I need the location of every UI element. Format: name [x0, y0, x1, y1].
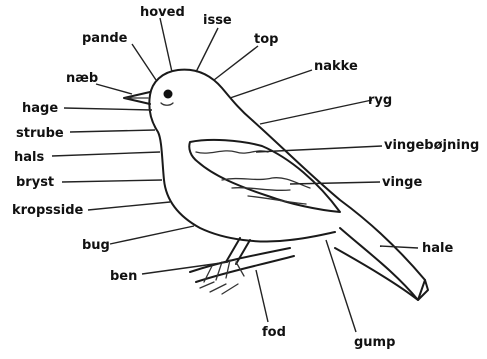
label-nakke: nakke [314, 59, 358, 74]
label-hale: hale [422, 241, 453, 256]
label-naeb: næb [66, 71, 98, 86]
label-bug: bug [82, 238, 110, 253]
leader-hale [380, 246, 418, 248]
label-strube: strube [16, 126, 64, 141]
leader-isse [196, 28, 218, 72]
labels: hoved isse pande top nakke næb ryg hage … [12, 5, 479, 350]
label-bryst: bryst [16, 175, 54, 190]
label-ryg: ryg [368, 93, 392, 108]
eye [164, 90, 173, 99]
leader-kropsside [88, 202, 170, 210]
wing-feather-line-3 [248, 196, 306, 204]
leader-pande [132, 44, 156, 80]
label-hals: hals [14, 150, 44, 165]
label-top: top [254, 32, 278, 47]
leader-lines [52, 18, 418, 332]
label-hage: hage [22, 101, 58, 116]
leader-gump [326, 240, 356, 332]
wing-feather-line-2 [232, 188, 290, 191]
label-isse: isse [203, 13, 232, 28]
label-hoved: hoved [140, 5, 185, 20]
leader-naeb [96, 84, 132, 94]
label-vingebojning: vingebøjning [384, 138, 479, 153]
leader-nakke [230, 70, 312, 98]
label-gump: gump [354, 335, 395, 350]
leader-ryg [260, 100, 372, 124]
leader-hoved [160, 18, 172, 72]
leader-top [214, 46, 258, 80]
leader-strube [70, 130, 155, 132]
leader-hals [52, 152, 160, 156]
label-vinge: vinge [382, 175, 422, 190]
leader-vingebojning [256, 146, 382, 152]
label-pande: pande [82, 31, 128, 46]
leader-ben [142, 262, 228, 274]
label-fod: fod [262, 325, 286, 340]
leader-bug [110, 226, 194, 244]
bird-front-outline [149, 95, 335, 242]
leader-fod [256, 270, 268, 322]
label-kropsside: kropsside [12, 203, 84, 218]
leader-bryst [62, 180, 162, 182]
tail-outline [340, 228, 428, 300]
leader-vinge [290, 182, 380, 184]
eye-ring [161, 103, 173, 105]
label-ben: ben [110, 269, 137, 284]
leader-hage [64, 108, 152, 110]
